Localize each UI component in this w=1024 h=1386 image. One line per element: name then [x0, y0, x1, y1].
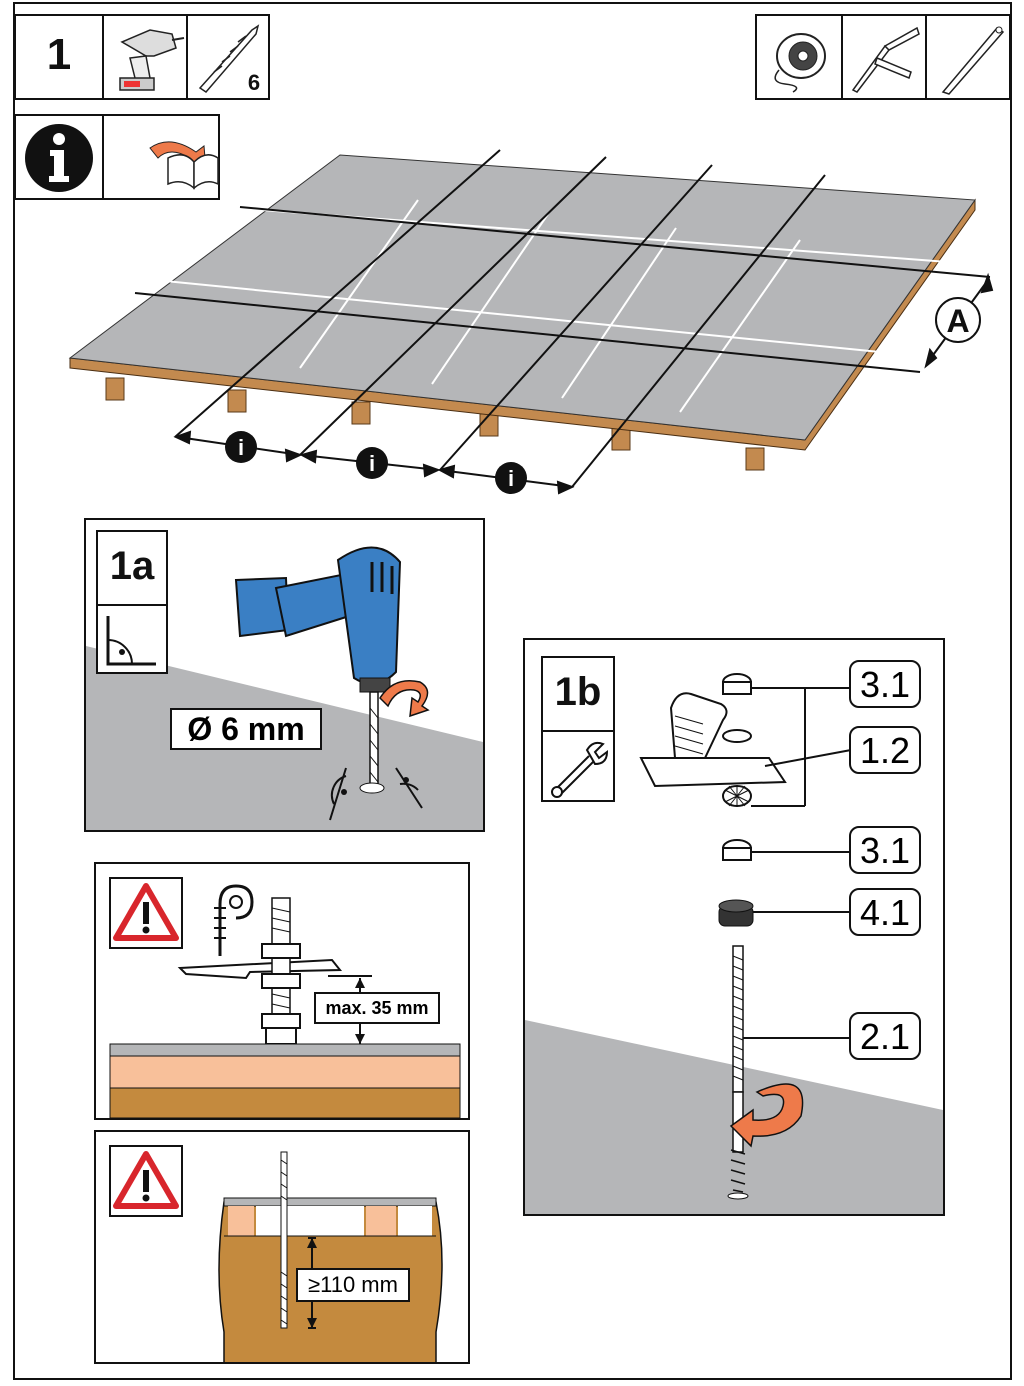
- dimension-a-marker: [935, 297, 981, 343]
- warning-icon: [109, 1145, 183, 1217]
- callout-3-1-bottom: 3.1: [849, 826, 921, 874]
- hanger-bolt-exploded-view: [639, 673, 852, 1200]
- callout-4-1: 4.1: [849, 888, 921, 936]
- warning-icon: [109, 877, 183, 949]
- svg-text:i: i: [238, 435, 244, 460]
- roof-surface: [68, 154, 976, 441]
- diameter-label: Ø 6 mm: [170, 708, 322, 750]
- info-icon: [25, 124, 93, 192]
- callout-1-2: 1.2: [849, 726, 921, 774]
- bracket-height-diagram: [109, 884, 461, 1118]
- folding-rule-icon: [851, 26, 920, 93]
- warning-panel-height: max. 35 mm: [94, 862, 470, 1120]
- wrench-icon: [551, 741, 609, 798]
- roof-grid-illustration: A i i i: [68, 149, 994, 495]
- max-height-label: max. 35 mm: [314, 992, 440, 1024]
- tools-header: [755, 14, 1011, 100]
- callout-2-1: 2.1: [849, 1012, 921, 1060]
- min-depth-label: ≥110 mm: [296, 1268, 410, 1302]
- dimension-a-label: A: [946, 303, 969, 339]
- screw-depth-diagram: [218, 1151, 443, 1362]
- drill-bit-size: 6: [247, 70, 261, 95]
- step-number: 1: [46, 30, 72, 79]
- svg-text:i: i: [508, 466, 514, 491]
- drill-icon: [234, 546, 402, 789]
- warning-panel-depth: ≥110 mm: [94, 1130, 470, 1364]
- info-box: [14, 114, 220, 200]
- wire-spool-icon: [774, 33, 826, 93]
- cordless-drill-icon: [119, 29, 185, 91]
- read-manual-icon: [149, 141, 219, 190]
- callout-3-1-top: 3.1: [849, 660, 921, 708]
- step-header: 1 6: [14, 14, 270, 100]
- panel-1b: 1b: [523, 638, 945, 1216]
- panel-1a-label-box: 1a: [96, 530, 168, 674]
- rotation-arrow-icon: [379, 680, 430, 718]
- panel-1a-label: 1a: [109, 544, 155, 588]
- spacing-info-markers: i i i: [225, 431, 527, 494]
- panel-1b-label: 1b: [554, 670, 602, 714]
- svg-text:i: i: [369, 451, 375, 476]
- pencil-icon: [941, 26, 1005, 95]
- angle-markers: [329, 767, 423, 821]
- page-frame: [13, 2, 1012, 1380]
- drill-bit-icon: [198, 24, 260, 93]
- panel-1b-label-box: 1b: [541, 656, 615, 802]
- panel-1a: 1a Ø 6 mm: [84, 518, 485, 832]
- right-angle-icon: [106, 616, 156, 666]
